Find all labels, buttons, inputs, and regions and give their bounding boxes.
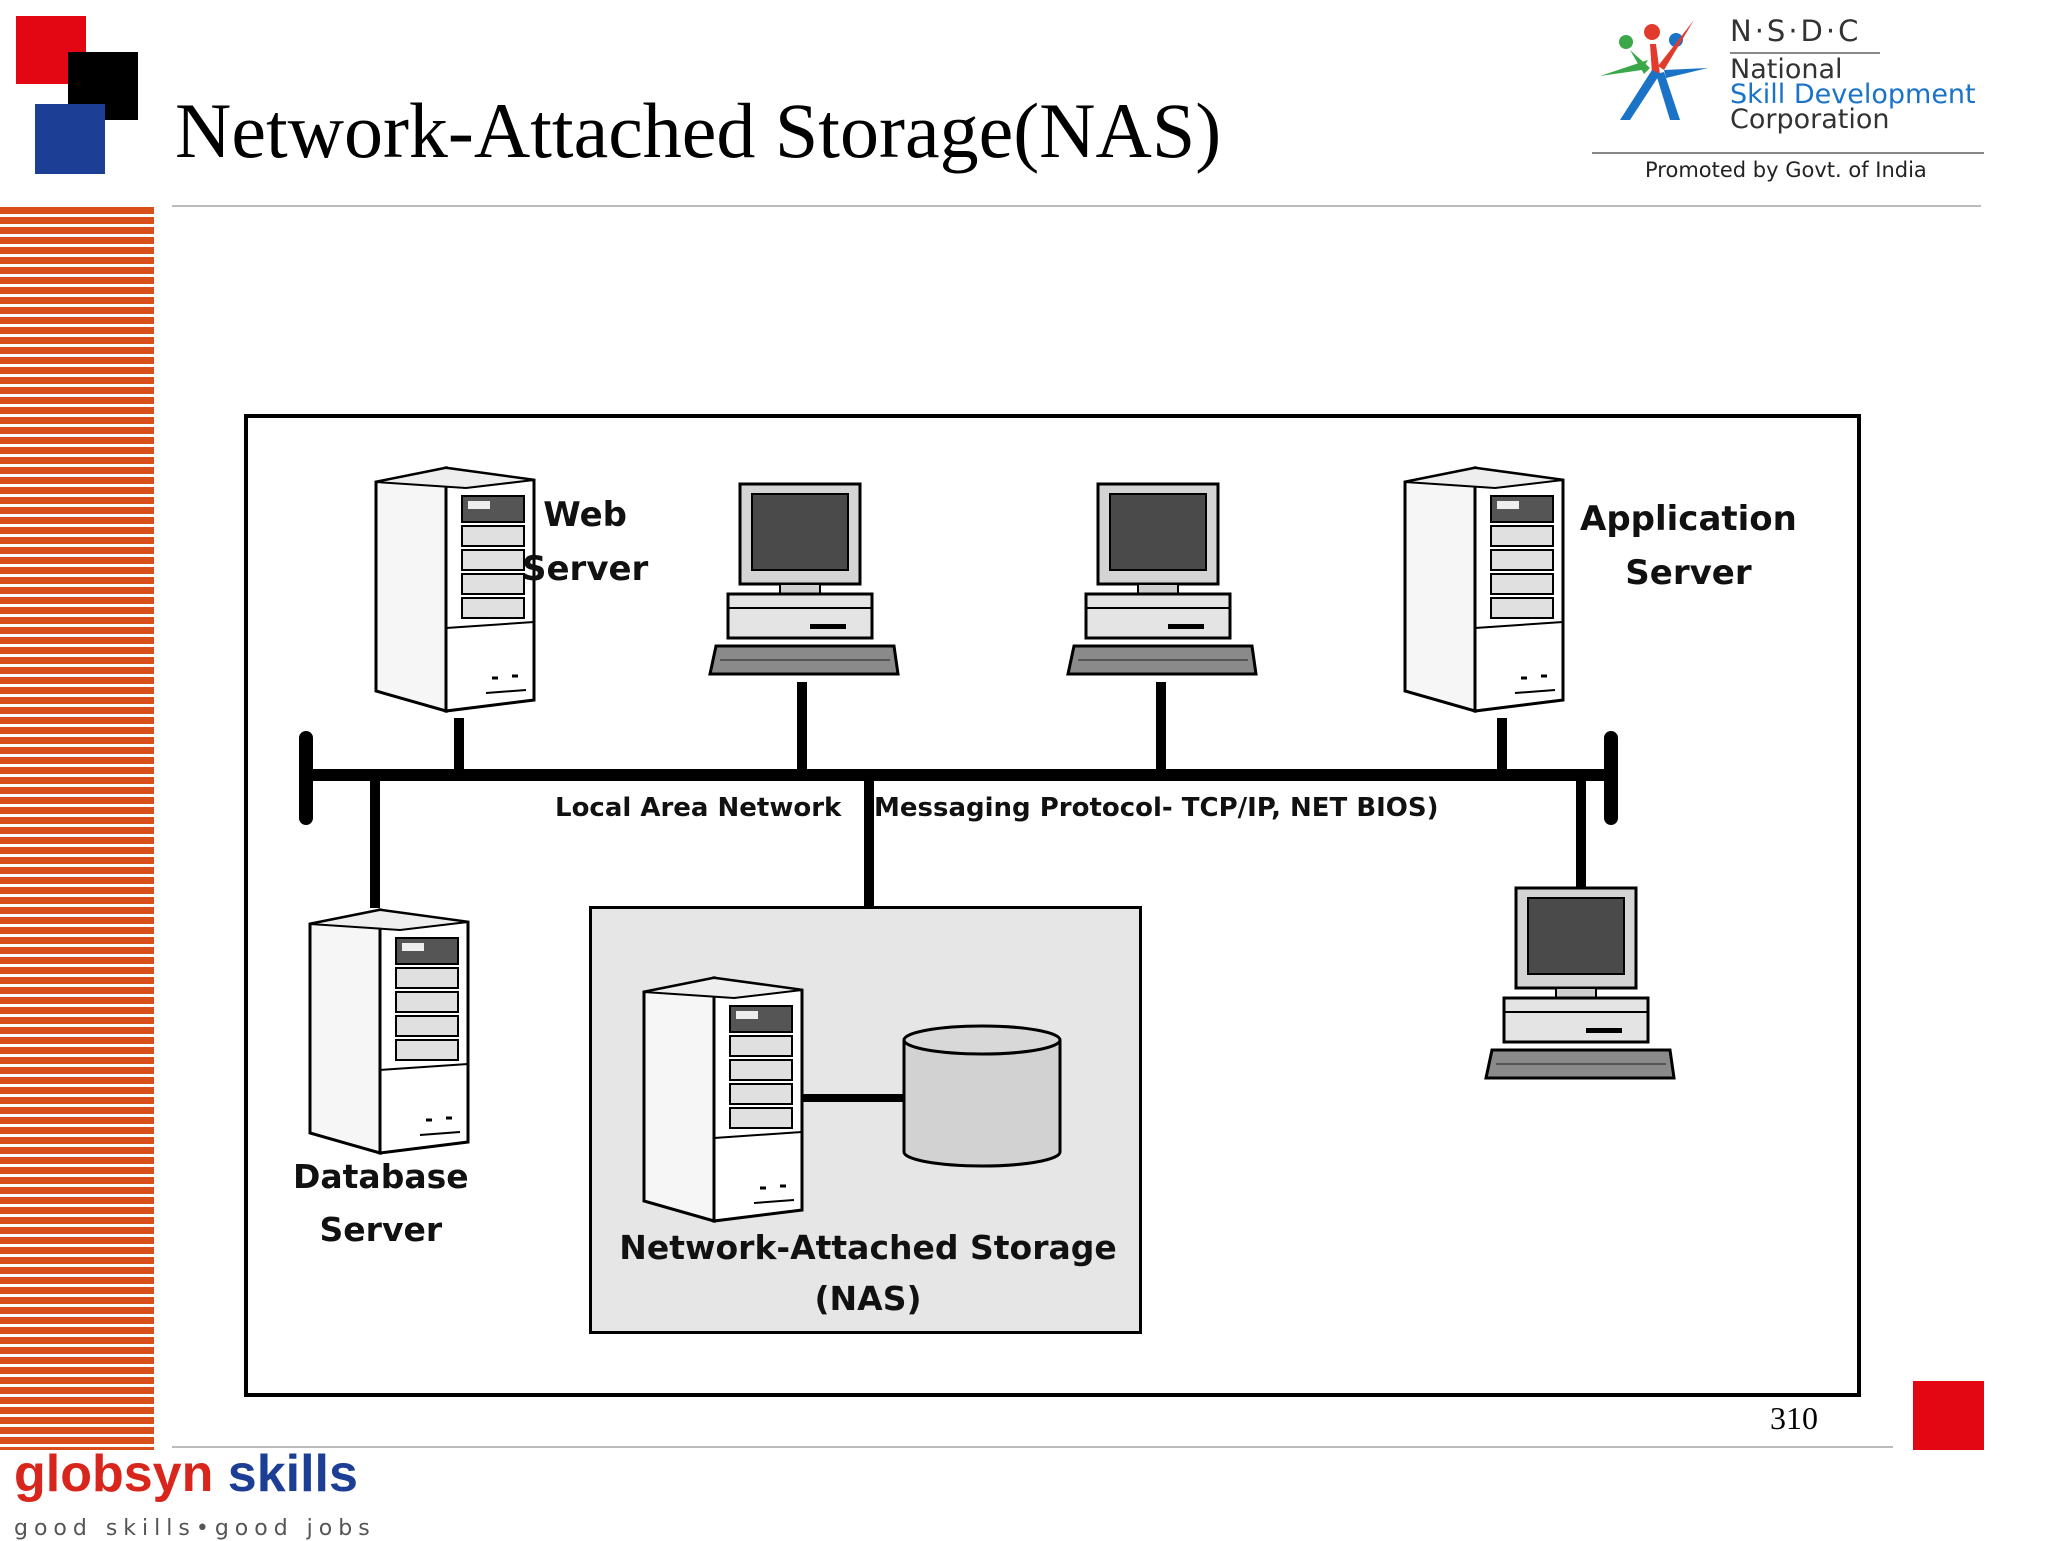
desktop-computer-icon [708,482,900,676]
nsdc-name-line1: National [1730,54,1843,85]
globsyn-brand-part1: globsyn [14,1445,214,1503]
title-divider [172,205,1981,207]
nas-server-tower-icon [642,976,804,1223]
page-number: 310 [1770,1400,1818,1436]
disk-storage-icon [902,1024,1062,1168]
database-server-tower-icon [308,908,470,1155]
nas-label: Network-Attached Storage(NAS) [619,1228,1117,1319]
globsyn-tagline: good skills•good jobs [14,1516,376,1541]
nsdc-rule [1592,152,1984,154]
decor-red-square-footer [1913,1381,1984,1450]
globsyn-brand-part2: skills [227,1445,358,1503]
network-diagram-graphics [299,466,1676,1223]
decor-squares [16,16,141,174]
nsdc-abbreviation: N·S·D·C [1730,14,1862,48]
desktop-computer-icon [1066,482,1258,676]
globsyn-logo: globsyn skills good skills•good jobs [14,1448,376,1541]
protocol-label: Messaging Protocol- TCP/IP, NET BIOS) [874,793,1439,823]
globsyn-brand: globsyn skills [14,1448,376,1500]
decor-stripes [0,207,154,1450]
decor-blue-square [35,104,105,174]
nsdc-logo: N·S·D·C National Skill Development Corpo… [1590,12,1990,192]
nsdc-abbr-rule [1730,52,1880,54]
lan-label: Local Area Network [555,793,842,823]
web-server-tower-icon [374,466,536,713]
nsdc-name-line3: Corporation [1730,104,1890,135]
nsdc-name-line2: Skill Development [1730,79,1976,110]
nsdc-promoted-text: Promoted by Govt. of India [1645,158,1927,182]
slide-title: Network-Attached Storage(NAS) [175,87,1222,174]
desktop-computer-icon [1484,886,1676,1080]
nsdc-people-icon [1600,20,1708,120]
application-server-tower-icon [1403,466,1565,713]
footer-divider [172,1446,1893,1448]
